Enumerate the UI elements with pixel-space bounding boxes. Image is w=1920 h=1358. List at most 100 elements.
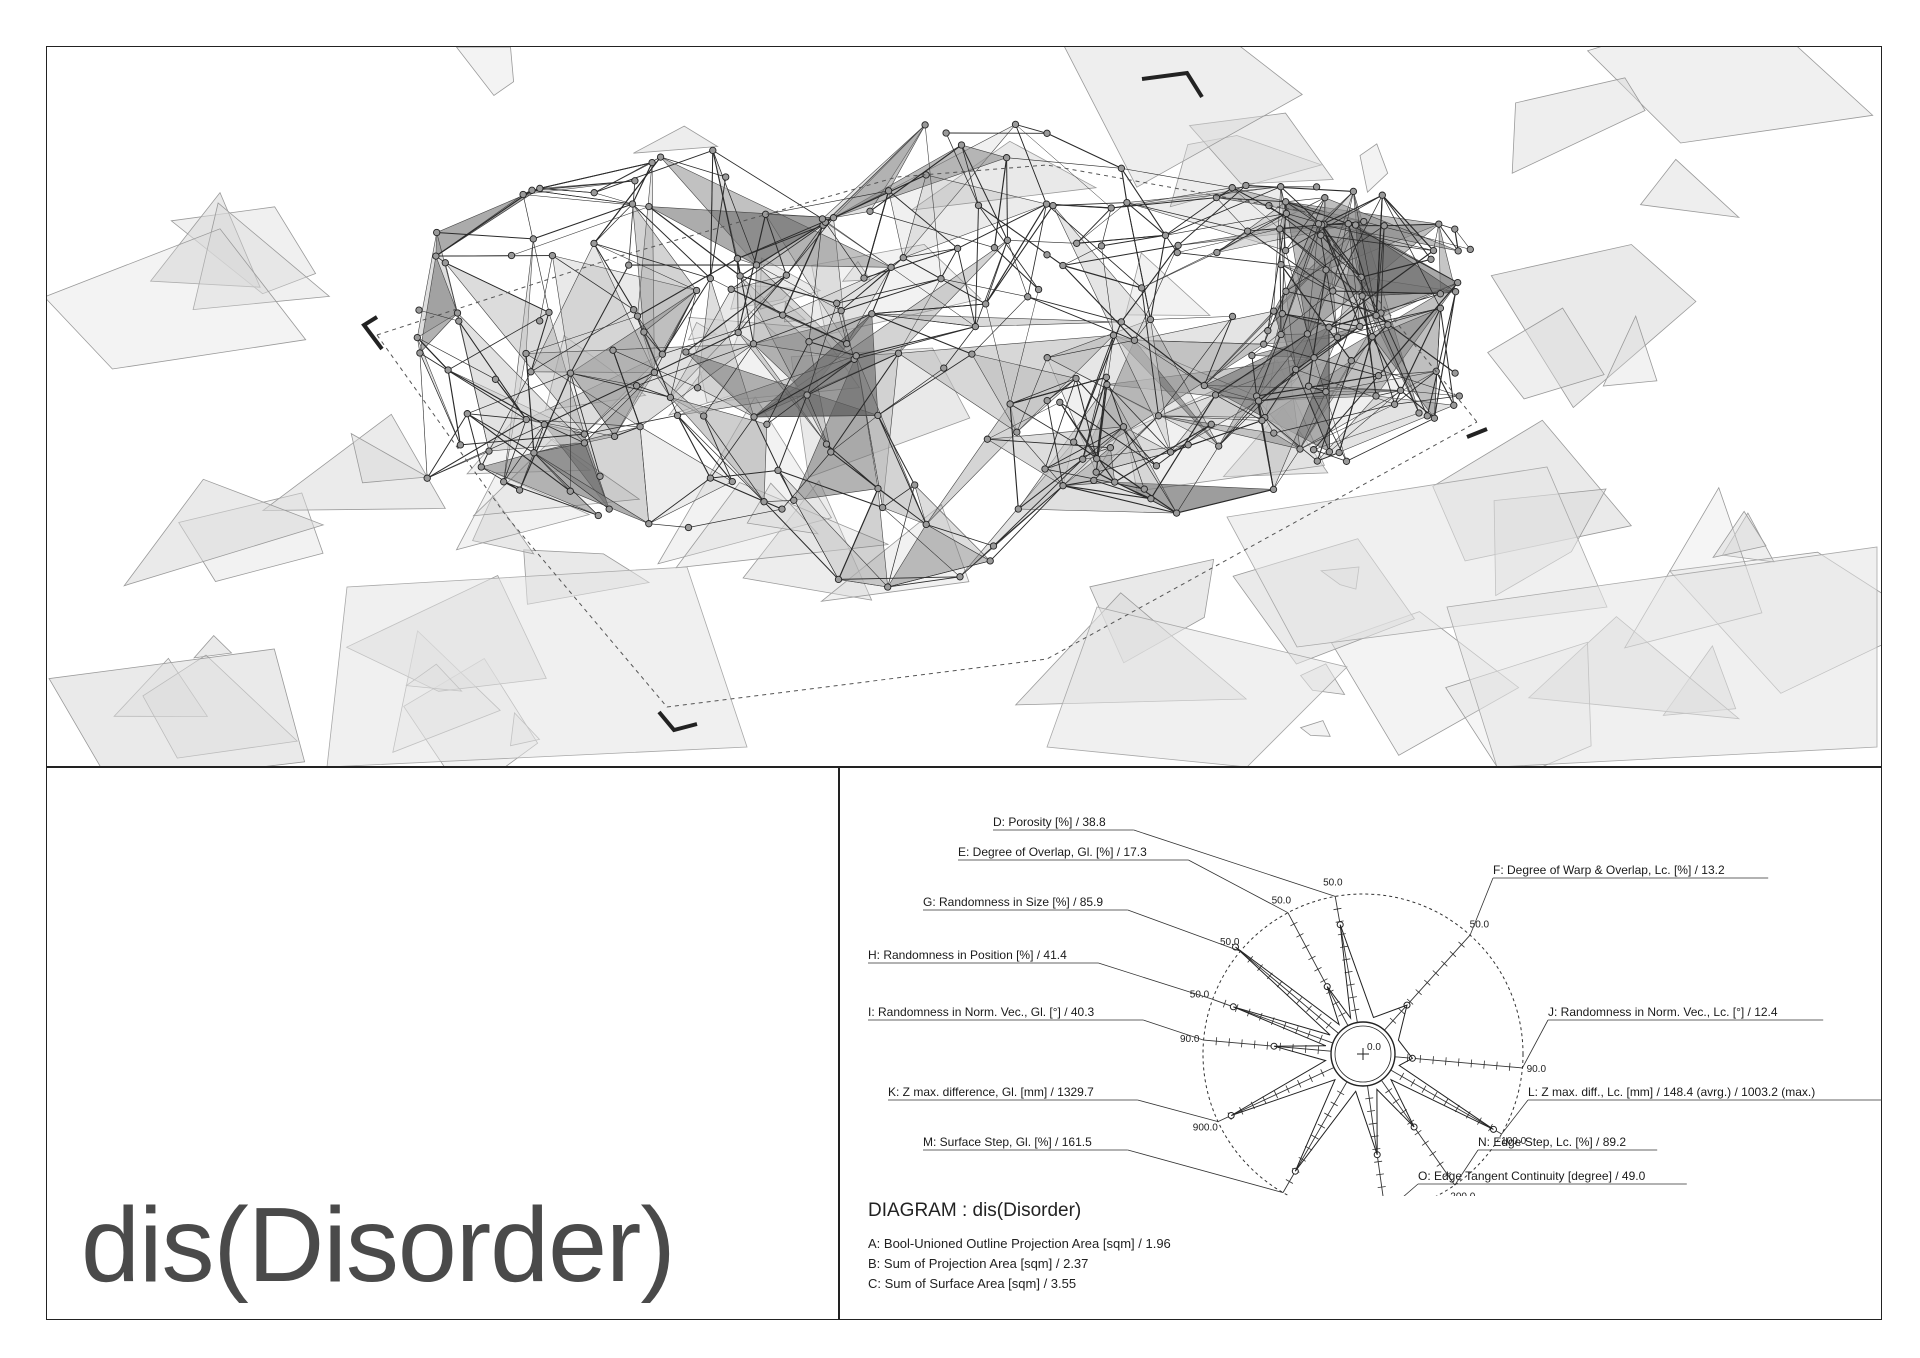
mesh-edge [987, 402, 1060, 440]
center-label: 0.0 [1367, 1042, 1381, 1053]
mesh-edge [703, 415, 733, 482]
mesh-node [631, 177, 639, 185]
mesh-edge [614, 426, 641, 437]
mesh-node [736, 272, 744, 280]
mesh-edge [1106, 377, 1145, 490]
tick-O [1368, 1122, 1377, 1125]
mesh-edge [503, 419, 527, 482]
mesh-edge [766, 358, 855, 425]
label-leader-J [1522, 1019, 1549, 1069]
mesh-node [1109, 331, 1118, 339]
mesh-edge [737, 274, 787, 333]
mesh-node [937, 275, 945, 283]
mesh-edge [1216, 185, 1247, 198]
mesh-node [1304, 382, 1313, 390]
mesh-edge [1096, 377, 1107, 459]
shard [48, 648, 306, 767]
mesh-edge [637, 315, 663, 355]
mesh-edge [1332, 290, 1441, 295]
mesh-node [1138, 284, 1146, 292]
mesh-edge [1264, 417, 1318, 462]
mesh-edge [765, 190, 889, 215]
mesh-node [1436, 304, 1445, 312]
mesh-edge [841, 278, 942, 312]
mesh-node [1079, 455, 1087, 463]
mesh-face [902, 174, 1048, 259]
mesh-node [1248, 351, 1256, 360]
mesh-edge [863, 247, 958, 279]
mesh-node [1333, 333, 1342, 341]
tick-E [1296, 933, 1304, 938]
mesh-edge [1313, 375, 1379, 451]
mesh-edge [1381, 195, 1441, 309]
inner-circle [1330, 1021, 1396, 1087]
mesh-face [670, 274, 788, 398]
mesh-edge [712, 150, 823, 220]
mesh-node [1093, 455, 1101, 463]
mesh-edge [1101, 245, 1114, 336]
mesh-node [1269, 485, 1278, 494]
mesh-node [666, 393, 675, 402]
corner-marker-left [361, 315, 384, 351]
mesh-node [983, 435, 992, 443]
tick-H [1307, 1030, 1311, 1039]
mesh-node [1106, 444, 1115, 452]
shard [1511, 77, 1646, 174]
mesh-edge [1114, 423, 1212, 483]
mesh-edge [1009, 289, 1039, 405]
mesh-node [522, 349, 530, 358]
axis-label-H: H: Randomness in Position [%] / 41.4 [868, 948, 1067, 962]
mesh-edge [1082, 335, 1114, 460]
mesh-edge [530, 312, 550, 372]
mesh-node [1325, 323, 1333, 331]
mesh-edge [1378, 282, 1459, 377]
mesh-edge [1027, 296, 1122, 323]
mesh-node [1342, 457, 1351, 465]
tick-O [1372, 1148, 1381, 1150]
mesh-edge [1062, 485, 1177, 514]
scale-label-N: 200.0 [1450, 1192, 1475, 1197]
mesh-node [1351, 221, 1360, 229]
project-title: dis(Disorder) [81, 1186, 676, 1304]
mesh-edge [1165, 186, 1281, 236]
mesh-edge [654, 331, 739, 374]
tick-F [1398, 1008, 1405, 1015]
mesh-node [491, 375, 500, 383]
mesh-node [545, 308, 553, 317]
mesh-edge [1150, 316, 1233, 320]
mesh-edge [1073, 321, 1122, 443]
mesh-node [1451, 225, 1459, 233]
tick-G [1257, 964, 1263, 971]
radar-shape [1227, 921, 1497, 1175]
tick-E [1302, 944, 1310, 949]
mesh-node [415, 306, 423, 314]
shard [633, 125, 719, 154]
mesh-edge [1384, 223, 1439, 227]
mesh-edge [1015, 124, 1047, 205]
mesh-edge [1216, 197, 1286, 203]
tick-I [1228, 1038, 1230, 1047]
axis-label-N: N: Edge Step, Lc. [%] / 89.2 [1478, 1135, 1626, 1149]
mesh-edge [1046, 132, 1122, 169]
mesh-edge [1093, 479, 1152, 500]
mesh-edge [594, 162, 653, 193]
mesh-node [1042, 200, 1051, 208]
mesh-edge [1251, 355, 1258, 397]
mesh-edge [530, 309, 634, 373]
mesh-edge [1328, 250, 1434, 328]
mesh-node [1344, 220, 1352, 228]
mesh-node [645, 202, 653, 211]
mesh-node [566, 487, 574, 495]
label-leader-M [1127, 1149, 1284, 1193]
mesh-edge [466, 413, 571, 492]
tick-E [1290, 921, 1298, 927]
mesh-edge [1375, 225, 1385, 316]
mesh-edge [525, 315, 638, 354]
radar-diagram: 0.0 50.050.050.050.050.090.090.0900.0100… [868, 815, 1882, 1197]
mesh-edge [710, 477, 783, 510]
mesh-edge [1101, 207, 1112, 246]
mesh-edge [1216, 230, 1248, 253]
label-leader-F [1469, 877, 1494, 936]
mesh-edge [957, 248, 976, 327]
mesh-node [1277, 260, 1285, 269]
